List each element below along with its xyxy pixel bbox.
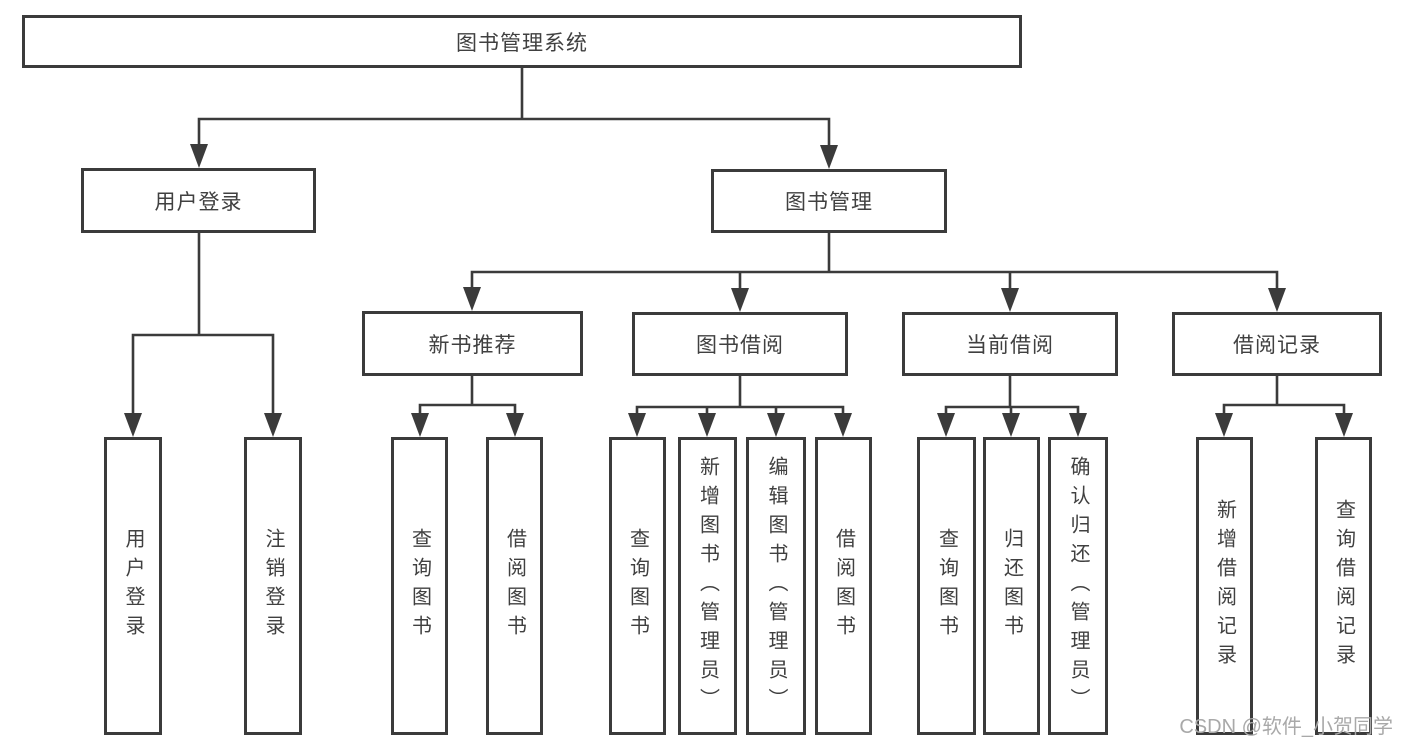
- leaf-logout: 注销登录: [244, 437, 302, 735]
- node-borrow-records-label: 借阅记录: [1233, 334, 1321, 357]
- node-root: 图书管理系统: [22, 15, 1022, 68]
- node-new-book-recommend-label: 新书推荐: [428, 333, 517, 357]
- csdn-watermark: CSDN @软件_小贺同学: [1179, 716, 1393, 738]
- leaf-add-books-admin: 新增图书（管理员）: [678, 437, 737, 735]
- node-book-management-label: 图书管理: [785, 191, 873, 214]
- node-borrow-records: 借阅记录: [1172, 312, 1382, 376]
- node-user-login: 用户登录: [81, 168, 316, 233]
- leaf-return-books: 归还图书: [983, 437, 1040, 735]
- leaf-edit-books-admin: 编辑图书（管理员）: [746, 437, 806, 735]
- leaf-borrow-books-label: 借阅图书: [832, 528, 855, 644]
- node-current-borrow: 当前借阅: [902, 312, 1118, 376]
- leaf-add-borrow-record-label: 新增借阅记录: [1213, 499, 1236, 673]
- leaf-add-books-admin-label: 新增图书（管理员）: [696, 455, 719, 717]
- leaf-return-books-label: 归还图书: [1000, 528, 1023, 644]
- leaf-borrow-query-books: 查询图书: [609, 437, 666, 735]
- node-current-borrow-label: 当前借阅: [966, 334, 1054, 357]
- leaf-current-query-books-label: 查询图书: [935, 528, 958, 644]
- node-user-login-label: 用户登录: [154, 190, 243, 214]
- leaf-newbook-query-books-label: 查询图书: [408, 528, 431, 644]
- leaf-edit-books-admin-label: 编辑图书（管理员）: [765, 455, 787, 717]
- leaf-current-query-books: 查询图书: [917, 437, 976, 735]
- leaf-user-login-label: 用户登录: [122, 528, 144, 644]
- node-new-book-recommend: 新书推荐: [362, 311, 583, 376]
- leaf-confirm-return-admin-label: 确认归还（管理员）: [1067, 455, 1089, 717]
- leaf-logout-label: 注销登录: [262, 528, 284, 644]
- leaf-user-login: 用户登录: [104, 437, 162, 735]
- node-book-borrow: 图书借阅: [632, 312, 848, 376]
- leaf-newbook-borrow-books: 借阅图书: [486, 437, 543, 735]
- node-book-management: 图书管理: [711, 169, 947, 233]
- leaf-confirm-return-admin: 确认归还（管理员）: [1048, 437, 1108, 735]
- node-book-borrow-label: 图书借阅: [696, 334, 784, 357]
- leaf-borrow-query-books-label: 查询图书: [626, 528, 649, 644]
- leaf-newbook-query-books: 查询图书: [391, 437, 448, 735]
- leaf-query-borrow-record: 查询借阅记录: [1315, 437, 1372, 735]
- leaf-borrow-books: 借阅图书: [815, 437, 872, 735]
- leaf-query-borrow-record-label: 查询借阅记录: [1332, 499, 1355, 673]
- leaf-newbook-borrow-books-label: 借阅图书: [503, 528, 526, 644]
- leaf-add-borrow-record: 新增借阅记录: [1196, 437, 1253, 735]
- node-root-label: 图书管理系统: [456, 31, 588, 55]
